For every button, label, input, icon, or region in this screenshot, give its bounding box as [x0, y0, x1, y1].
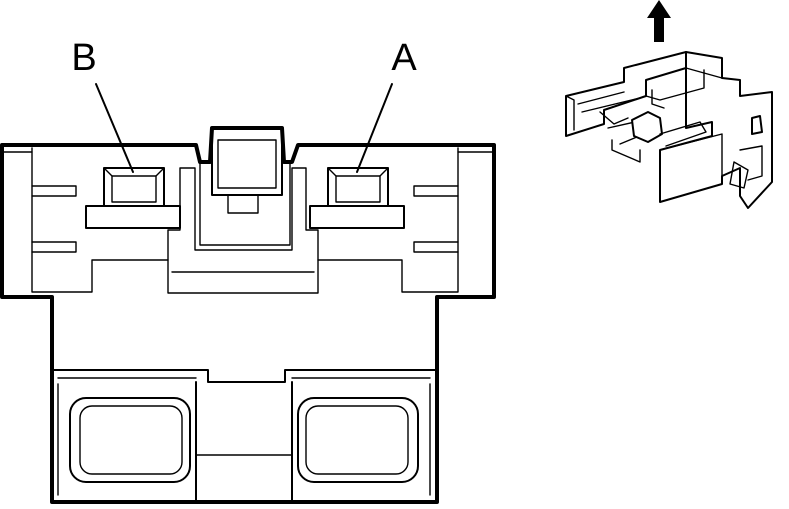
callout-label-b: B — [71, 37, 96, 79]
up-arrow-icon — [647, 0, 671, 42]
connector-body — [0, 126, 496, 504]
side-latch-slots — [31, 185, 459, 253]
callout-leaders — [95, 83, 393, 173]
connector-isometric-view — [565, 51, 773, 209]
terminal-cavity-a — [309, 167, 405, 229]
terminal-cavity-b — [85, 167, 181, 229]
callout-label-a: A — [391, 37, 417, 79]
lower-grip-panels — [51, 369, 438, 503]
